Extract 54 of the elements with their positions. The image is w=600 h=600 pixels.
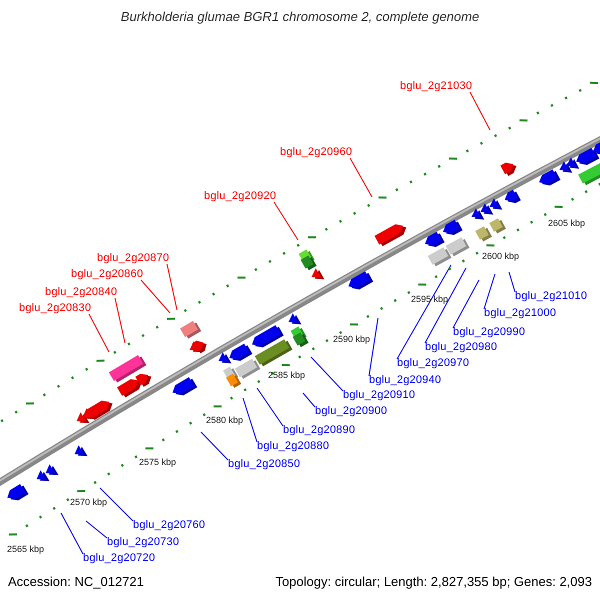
scale-label: 2600 kbp — [482, 251, 520, 261]
gene-label: bglu_2g20890 — [283, 424, 356, 436]
leader-line — [86, 520, 108, 538]
leader-line — [100, 488, 134, 522]
gene-label: bglu_2g20840 — [45, 286, 118, 298]
gene-label: bglu_2g20920 — [204, 190, 276, 202]
scale-label: 2570 kbp — [70, 497, 108, 507]
title: Burkholderia glumae BGR1 chromosome 2, complete genome — [120, 9, 480, 24]
leader-line — [114, 298, 126, 344]
gene-label: bglu_2g20940 — [369, 374, 442, 386]
scale-label: 2585 kbp — [268, 370, 306, 380]
leader-line — [396, 264, 452, 360]
leader-line — [60, 512, 84, 554]
gene-label: bglu_2g20730 — [107, 536, 180, 548]
leader-line — [302, 392, 316, 408]
leader-line — [140, 280, 170, 314]
gene-label: bglu_2g20900 — [315, 405, 388, 417]
gene-label: bglu_2g20980 — [425, 341, 498, 353]
leader-line — [274, 202, 298, 240]
gene-label: bglu_2g20970 — [397, 357, 470, 369]
gene-label: bglu_2g21000 — [484, 307, 556, 319]
leader-line — [200, 432, 228, 460]
scale-label: 2565 kbp — [7, 544, 44, 554]
leader-line — [424, 268, 466, 344]
scale-label: 2605 kbp — [548, 218, 586, 228]
gene-label: bglu_2g20860 — [71, 268, 144, 280]
leader-line — [256, 388, 284, 426]
gene-label: bglu_2g20830 — [19, 302, 92, 314]
gene-label: bglu_2g20870 — [97, 252, 170, 264]
scale-label: 2580 kbp — [206, 415, 244, 425]
scale-label: 2595 kbp — [411, 294, 448, 304]
leader-line — [484, 274, 496, 310]
gene-label: bglu_2g20850 — [228, 458, 300, 470]
leader-line — [166, 264, 178, 310]
footer-text: Topology: circular; Length: 2,827,355 bp; Genes: 2,093 — [275, 574, 592, 589]
leader-line — [470, 92, 490, 130]
gene-label: bglu_2g20760 — [133, 519, 206, 531]
leader-line — [242, 398, 258, 442]
gene-label: bglu_2g20960 — [280, 146, 352, 158]
gene-label: bglu_2g21030 — [400, 80, 472, 92]
gene-label: bglu_2g20990 — [453, 326, 526, 338]
gene-label: bglu_2g20910 — [343, 389, 416, 401]
leader-line — [350, 158, 372, 198]
gene-label: bglu_2g20880 — [257, 440, 330, 452]
scale-label: 2590 kbp — [333, 334, 370, 344]
leader-line — [508, 272, 516, 292]
gene-label: bglu_2g20720 — [83, 552, 156, 564]
leader-line — [88, 314, 110, 352]
leader-line — [452, 280, 480, 328]
footer-text: Accession: NC_012721 — [8, 574, 144, 589]
scale-label: 2575 kbp — [139, 457, 176, 467]
leader-line — [310, 356, 344, 392]
gene-label: bglu_2g21010 — [515, 290, 588, 302]
leader-line — [368, 318, 378, 376]
